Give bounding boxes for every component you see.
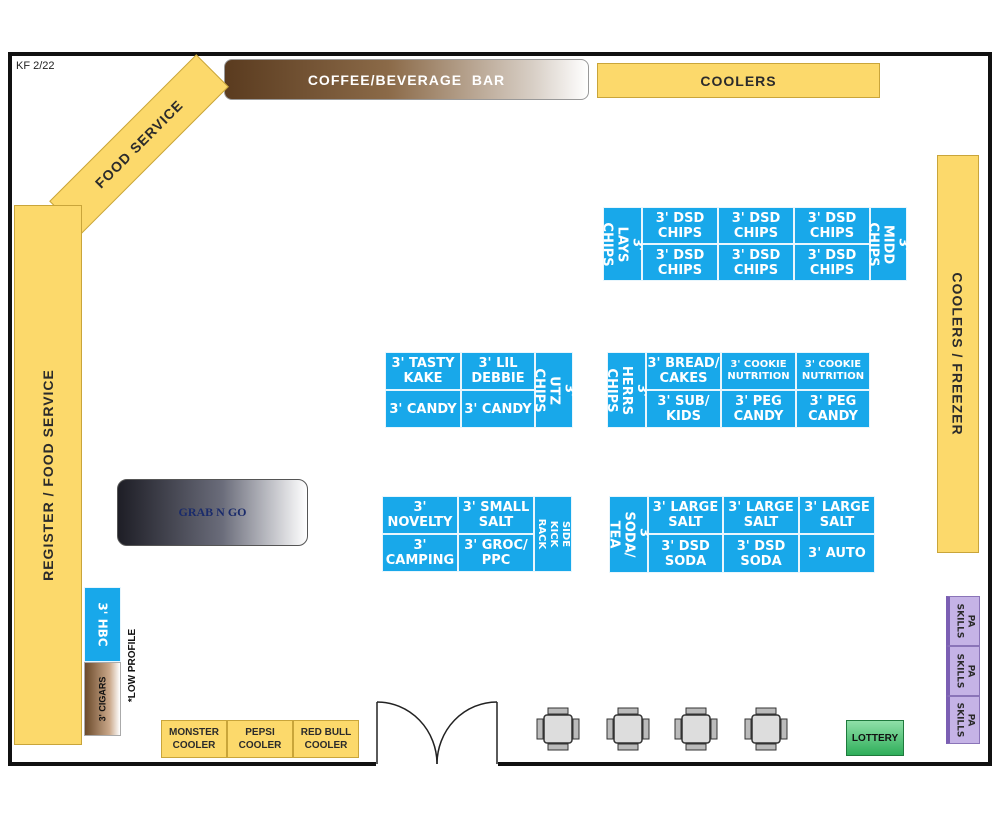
shelf-candy: 3' CANDY: [385, 390, 461, 428]
shelf-dsd-chips: 3' DSD CHIPS: [718, 244, 794, 281]
table-chairs: [606, 707, 650, 751]
shelf-dsd-chips: 3' DSD CHIPS: [642, 244, 718, 281]
pa-skills-machine: PA SKILLS: [946, 596, 980, 646]
shelf-tasty-kake: 3' TASTY KAKE: [385, 352, 461, 390]
shelf-bread-cakes: 3' BREAD/ CAKES: [646, 352, 721, 390]
register-label: REGISTER / FOOD SERVICE: [40, 369, 56, 581]
pepsi-cooler: PEPSI COOLER: [227, 720, 293, 758]
shelf-dsd-chips: 3' DSD CHIPS: [794, 207, 870, 244]
coffee-bar-label: COFFEE/BEVERAGE BAR: [307, 71, 506, 88]
shelf-cookie-nutrition: 3' COOKIE NUTRITION: [721, 352, 796, 390]
shelf-auto: 3' AUTO: [799, 534, 875, 573]
register-counter: REGISTER / FOOD SERVICE: [14, 205, 82, 745]
shelf-dsd-soda: 3' DSD SODA: [723, 534, 799, 573]
shelf-side-kick-rack: SIDE KICK RACK: [534, 496, 572, 572]
shelf-hbc: 3' HBC: [84, 587, 121, 662]
shelf-small-salt: 3' SMALL SALT: [458, 496, 534, 534]
coolers-top-label: COOLERS: [700, 72, 777, 89]
coolers-top: COOLERS: [597, 63, 880, 98]
shelf-large-salt: 3' LARGE SALT: [723, 496, 799, 534]
shelf-lil-debbie: 3' LIL DEBBIE: [461, 352, 535, 390]
redbull-cooler: RED BULL COOLER: [293, 720, 359, 758]
shelf-utz-chips: 3' UTZ CHIPS: [532, 352, 577, 428]
shelf-herrs-chips: 3' HERRS CHIPS: [604, 352, 649, 428]
pa-skills-machine: PA SKILLS: [946, 696, 980, 744]
shelf-candy: 3' CANDY: [461, 390, 535, 428]
shelf-dsd-chips: 3' DSD CHIPS: [718, 207, 794, 244]
coffee-beverage-bar: COFFEE/BEVERAGE BAR: [224, 59, 589, 100]
pa-skills-machine: PA SKILLS: [946, 646, 980, 696]
food-service-label: FOOD SERVICE: [91, 96, 187, 192]
shelf-dsd-chips: 3' DSD CHIPS: [794, 244, 870, 281]
coolers-freezer-label: COOLERS / FREEZER: [950, 272, 967, 436]
grab-n-go-label: GRAB N GO: [178, 505, 247, 519]
table-chairs: [536, 707, 580, 751]
coolers-freezer: COOLERS / FREEZER: [937, 155, 979, 553]
low-profile-note: *LOW PROFILE: [127, 628, 139, 702]
monster-cooler: MONSTER COOLER: [161, 720, 227, 758]
shelf-lays-chips: 3' LAYS CHIPS: [600, 207, 645, 281]
table-chairs: [744, 707, 788, 751]
shelf-camping: 3' CAMPING: [382, 534, 458, 572]
lottery-counter: LOTTERY: [846, 720, 904, 756]
entrance-doors: [376, 701, 498, 765]
shelf-peg-candy: 3' PEG CANDY: [721, 390, 796, 428]
shelf-large-salt: 3' LARGE SALT: [799, 496, 875, 534]
plan-code: KF 2/22: [16, 60, 55, 72]
table-chairs: [674, 707, 718, 751]
shelf-soda-tea: 3' SODA/ TEA: [606, 496, 651, 573]
shelf-peg-candy: 3' PEG CANDY: [796, 390, 870, 428]
shelf-groc-ppc: 3' GROC/ PPC: [458, 534, 534, 572]
shelf-large-salt: 3' LARGE SALT: [648, 496, 723, 534]
shelf-cigars: 3' CIGARS: [84, 662, 121, 736]
shelf-midd-chips: 3' MIDD CHIPS: [866, 207, 911, 281]
shelf-dsd-chips: 3' DSD CHIPS: [642, 207, 718, 244]
shelf-novelty: 3' NOVELTY: [382, 496, 458, 534]
shelf-sub-kids: 3' SUB/ KIDS: [646, 390, 721, 428]
shelf-cookie-nutrition: 3' COOKIE NUTRITION: [796, 352, 870, 390]
shelf-dsd-soda: 3' DSD SODA: [648, 534, 723, 573]
grab-n-go-case: GRAB N GO: [117, 479, 308, 546]
